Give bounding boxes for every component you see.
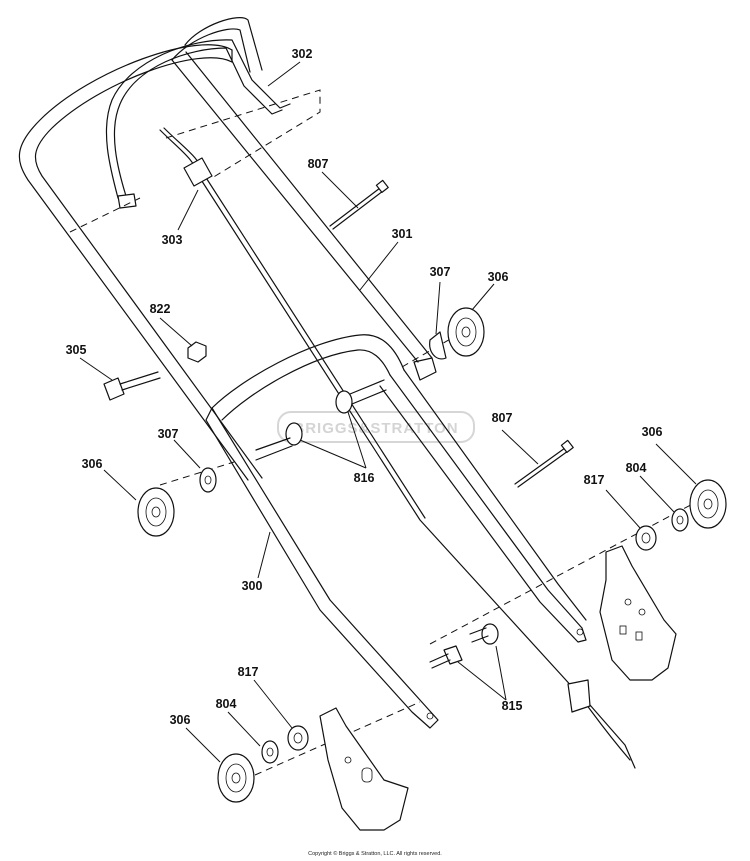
cable-tie-807-upper	[329, 179, 389, 230]
copyright-notice: Copyright © Briggs & Stratton, LLC. All …	[308, 851, 442, 857]
spacer-817-bottom	[287, 725, 309, 751]
callout-303: 303	[162, 233, 183, 247]
callout-804-bottom: 804	[216, 697, 237, 711]
knob-306-left	[137, 487, 175, 537]
leader-lines	[79, 61, 697, 763]
handle-bracket-right	[599, 545, 677, 681]
callout-306-right: 306	[642, 425, 663, 439]
spacer-817-right	[635, 525, 657, 551]
callout-807-lower: 807	[492, 411, 513, 425]
callout-804-right: 804	[626, 461, 647, 475]
callout-306-left: 306	[82, 457, 103, 471]
callout-816: 816	[354, 471, 375, 485]
callout-807-upper: 807	[308, 157, 329, 171]
washer-804-right	[671, 508, 689, 532]
callout-306-upper: 306	[488, 270, 509, 284]
watermark-text: BRIGGS&STRATTON	[293, 420, 458, 437]
operator-bail	[105, 39, 291, 209]
bolt-815-lower	[429, 645, 463, 669]
cable-tie-807-lower	[514, 439, 574, 488]
callout-306-bottom: 306	[170, 713, 191, 727]
bolt-815-upper	[469, 623, 499, 645]
callout-302: 302	[292, 47, 313, 61]
knob-306-right	[689, 479, 727, 529]
washer-307-lower	[199, 467, 217, 493]
callout-822: 822	[150, 302, 171, 316]
washer-307-upper	[429, 331, 447, 360]
callout-817-bottom: 817	[238, 665, 259, 679]
upper-handle-outline	[18, 17, 263, 481]
callout-300: 300	[242, 579, 263, 593]
knob-306-bottom	[217, 753, 255, 803]
nut-822	[187, 341, 207, 363]
callout-307-upper: 307	[430, 265, 451, 279]
handle-301	[171, 51, 437, 381]
bolt-816-upper	[335, 379, 387, 414]
callout-labels: 302 807 303 301 307 306 822 305 807 306 …	[66, 47, 663, 727]
knob-306-upper-right	[447, 307, 485, 357]
handle-300-right	[379, 369, 587, 643]
callout-307-lower: 307	[158, 427, 179, 441]
callout-305: 305	[66, 343, 87, 357]
handle-300-left	[205, 407, 439, 729]
bolt-305	[103, 371, 161, 401]
bolt-816-lower	[255, 422, 303, 461]
washer-804-bottom	[261, 740, 279, 764]
callout-301: 301	[392, 227, 413, 241]
handle-cross-bar	[211, 334, 405, 421]
control-cable	[159, 127, 636, 769]
callout-817-right: 817	[584, 473, 605, 487]
handle-bracket-left	[319, 707, 409, 831]
callout-815: 815	[502, 699, 523, 713]
